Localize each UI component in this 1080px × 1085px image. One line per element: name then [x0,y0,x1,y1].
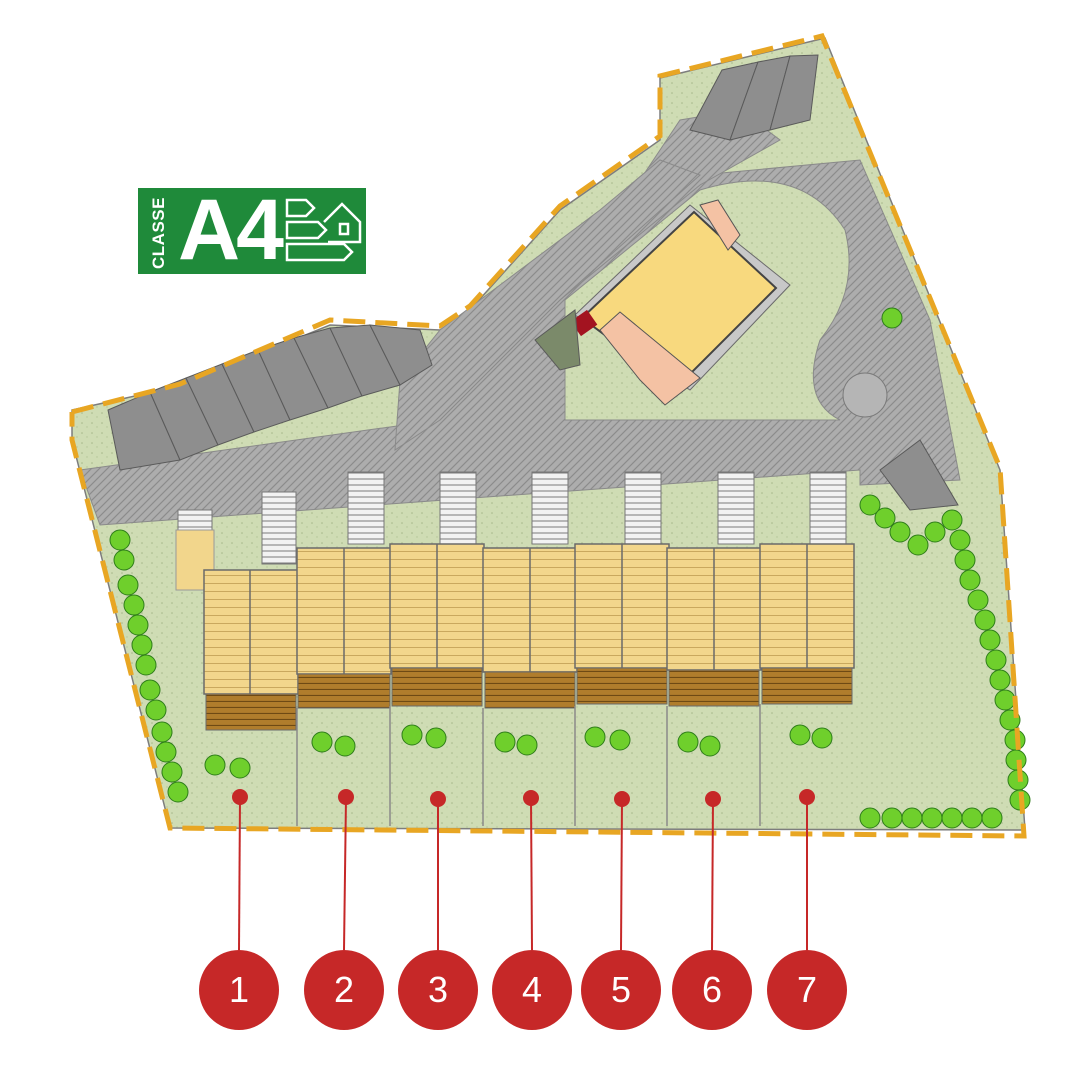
unit-dot-3 [430,791,446,807]
shrub [204,754,226,776]
shrub [989,669,1011,691]
shrub [167,781,189,803]
unit-dot-1 [232,789,248,805]
shrub [954,549,976,571]
shrub [959,569,981,591]
shrub [924,521,946,543]
shrub [127,614,149,636]
unit-marker-4[interactable]: 4 [492,950,572,1030]
shrub [1005,749,1027,771]
unit-dot-2 [338,789,354,805]
shrub [811,727,833,749]
connector-line-2 [343,796,347,951]
garden-dividers [296,704,761,826]
unit-marker-3[interactable]: 3 [398,950,478,1030]
shrub [949,529,971,551]
unit-marker-5[interactable]: 5 [581,950,661,1030]
shrub [584,726,606,748]
shrub [907,534,929,556]
shrub [981,807,1003,829]
unit-marker-7[interactable]: 7 [767,950,847,1030]
shrub [311,731,333,753]
shrub [874,507,896,529]
connector-line-4 [530,797,533,951]
roundabout [842,372,888,418]
badge-classe-label: CLASSE [149,197,168,269]
shrub [881,307,903,329]
unit-marker-1[interactable]: 1 [199,950,279,1030]
community-building [534,199,791,406]
parking-stalls [175,471,847,591]
shrub [974,609,996,631]
shrub [113,549,135,571]
parking-right [879,439,959,511]
shrub [494,731,516,753]
shrub [145,699,167,721]
shrub [961,807,983,829]
shrub [425,727,447,749]
shrub [699,735,721,757]
shrub [859,807,881,829]
unit-marker-6[interactable]: 6 [672,950,752,1030]
shrub [901,807,923,829]
shrub [109,529,131,551]
badge-grade: A4 [178,182,284,278]
shrub [151,721,173,743]
unit-dot-7 [799,789,815,805]
unit-dot-4 [523,790,539,806]
shrub [401,724,423,746]
shrub [334,735,356,757]
townhouses [203,543,855,731]
shrub [941,807,963,829]
shrub [921,807,943,829]
connector-line-1 [238,796,241,951]
shrub [139,679,161,701]
unit-connectors [232,789,815,951]
connector-line-6 [711,798,714,951]
unit-marker-2[interactable]: 2 [304,950,384,1030]
shrub [967,589,989,611]
shrub [889,521,911,543]
shrub [229,757,251,779]
unit-dot-5 [614,791,630,807]
shrub [859,494,881,516]
parking-row-left [107,324,433,471]
shrub [516,734,538,756]
shrub [131,634,153,656]
shrub [994,689,1016,711]
shrub [117,574,139,596]
shrub [677,731,699,753]
parking-row-top [689,54,819,141]
energy-class-badge: CLASSE A4 [138,182,366,278]
unit-dot-6 [705,791,721,807]
site-boundary [69,33,1027,839]
shrub [161,761,183,783]
shrub [979,629,1001,651]
shrubs [109,307,1031,829]
shrub [941,509,963,531]
shrub [155,741,177,763]
shrub [135,654,157,676]
shrub [789,724,811,746]
shrub [985,649,1007,671]
shrub [609,729,631,751]
shrub [123,594,145,616]
connector-line-5 [620,798,623,951]
house-arrows-icon [285,198,362,262]
shrub [881,807,903,829]
